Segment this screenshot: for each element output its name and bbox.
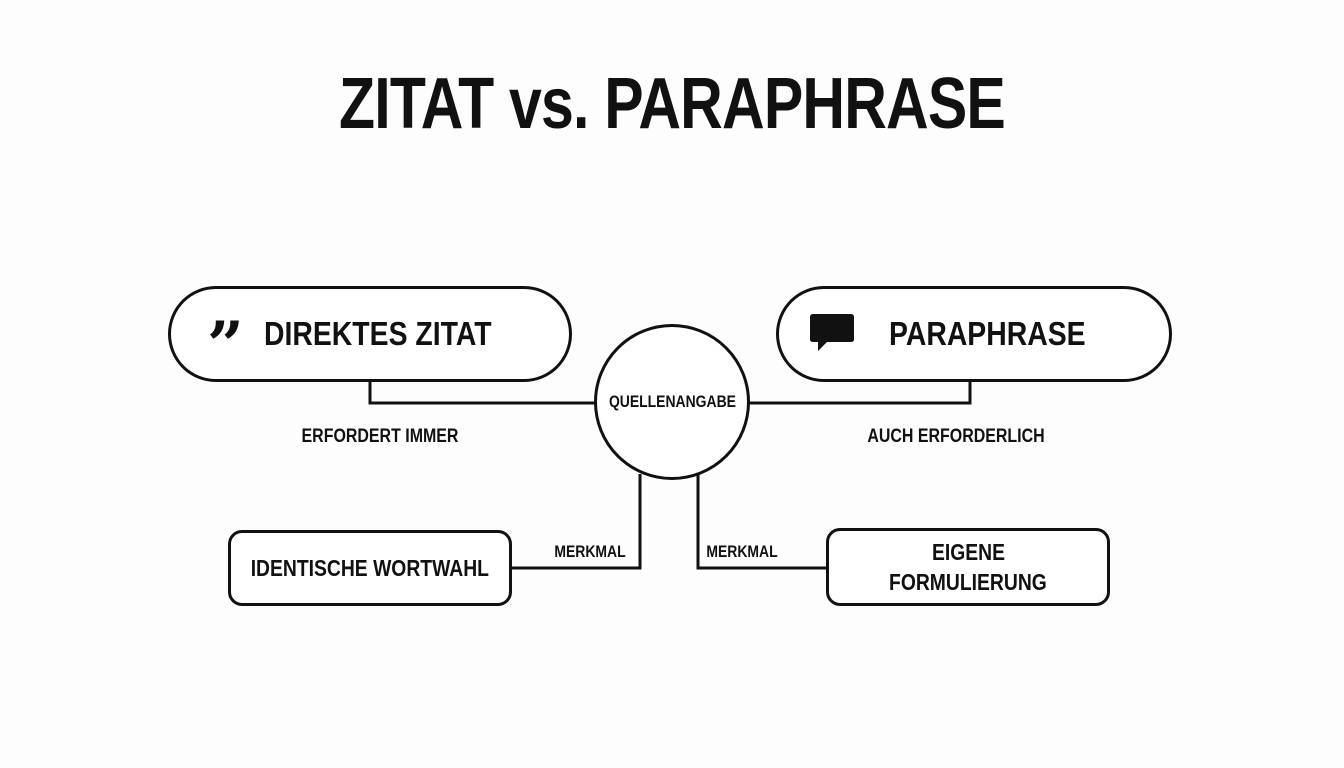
node-own-wording-line1: EIGENE bbox=[931, 539, 1005, 565]
edge-label-also-required: AUCH ERFORDERLICH bbox=[867, 426, 1045, 447]
connector-right-pill-to-center bbox=[748, 381, 972, 405]
diagram-title: ZITAT vs. PARAPHRASE bbox=[339, 64, 1006, 144]
node-paraphrase: PARAPHRASE bbox=[776, 286, 1172, 382]
edge-label-feature-right: MERKMAL bbox=[706, 542, 778, 561]
connector-left-pill-to-center bbox=[368, 381, 596, 405]
node-identical-wording-label: IDENTISCHE WORTWAHL bbox=[250, 555, 490, 581]
node-direct-quote: ” DIREKTES ZITAT bbox=[168, 286, 572, 382]
edge-label-always-required: ERFORDERT IMMER bbox=[301, 426, 459, 447]
connector-center-to-left-box bbox=[511, 474, 642, 570]
node-own-wording: EIGENE FORMULIERUNG bbox=[826, 528, 1110, 606]
node-source-citation: QUELLENANGABE bbox=[594, 324, 750, 480]
quote-icon: ” bbox=[207, 308, 244, 383]
edge-label-feature-left: MERKMAL bbox=[554, 542, 626, 561]
node-paraphrase-label: PARAPHRASE bbox=[889, 315, 1086, 352]
connector-center-to-right-box bbox=[696, 474, 828, 570]
node-source-citation-label: QUELLENANGABE bbox=[608, 392, 736, 411]
node-own-wording-line2: FORMULIERUNG bbox=[889, 569, 1047, 595]
node-identical-wording: IDENTISCHE WORTWAHL bbox=[228, 530, 512, 606]
speech-bubble-icon bbox=[810, 314, 854, 351]
node-direct-quote-label: DIREKTES ZITAT bbox=[263, 315, 492, 352]
